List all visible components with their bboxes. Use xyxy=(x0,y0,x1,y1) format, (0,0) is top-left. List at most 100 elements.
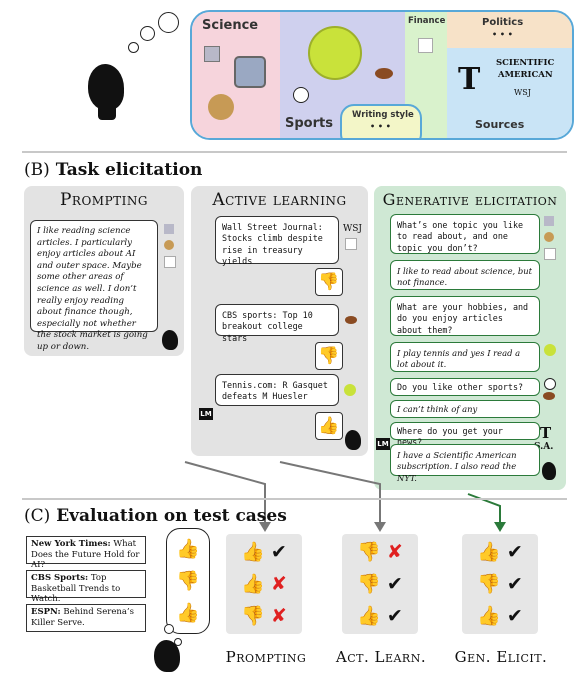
result-row-3: 👎 ✘ xyxy=(241,605,287,627)
feedback-thumb-down-1: 👎 xyxy=(315,268,343,296)
results-active-learning: 👎 ✘ 👎 ✔ 👍 ✔ xyxy=(342,534,418,634)
politics-region xyxy=(447,12,572,48)
politics-label: Politics xyxy=(482,17,524,28)
eval-label-active-learning: Act. Learn. xyxy=(335,648,427,666)
tennis-ball-icon xyxy=(308,26,362,80)
planet-icon xyxy=(544,232,554,242)
nyt-icon: T xyxy=(540,424,552,442)
soccer-ball-icon xyxy=(293,87,309,103)
interest-map: Science Sports Finance Politics • • • Wr… xyxy=(190,10,574,140)
chart-increasing-icon xyxy=(544,248,556,260)
gen-user-turn-4: I have a Scientific American subscriptio… xyxy=(390,444,540,483)
prompting-panel: Prompting I like reading science article… xyxy=(24,186,184,356)
generative-elicitation-panel: Generative elicitation What’s one topic … xyxy=(374,186,566,490)
science-label: Science xyxy=(202,18,259,33)
soccer-ball-icon xyxy=(544,378,556,390)
gen-lm-turn-2: What are your hobbies, and do you enjoy … xyxy=(390,296,540,336)
result-row-1: 👍 ✔ xyxy=(477,541,523,563)
scientific-american-short-label: S.A. xyxy=(534,442,554,452)
prompting-title: Prompting xyxy=(59,190,148,210)
planet-icon xyxy=(208,94,234,120)
gen-lm-turn-4: Where do you get your news? xyxy=(390,422,540,447)
thought-bubble-small xyxy=(174,638,182,646)
arrow-active-head xyxy=(374,522,386,532)
active-learning-title: Active learning xyxy=(212,190,347,210)
thought-bubble-medium xyxy=(164,624,174,634)
ground-truth-thumb-2: 👎 xyxy=(176,570,200,592)
football-icon xyxy=(543,392,555,400)
football-icon xyxy=(375,68,393,79)
result-row-3: 👍 ✔ xyxy=(357,605,403,627)
active-query-3: Tennis.com: R Gasquet defeats M Huesler xyxy=(215,374,339,406)
robot-icon xyxy=(234,56,266,88)
divider-top xyxy=(22,151,567,153)
scientific-american-logo-line1: SCIENTIFIC xyxy=(496,58,555,68)
arrow-generative-head xyxy=(494,522,506,532)
user-head-icon xyxy=(162,330,178,350)
lm-badge: LM xyxy=(376,438,390,450)
nyt-logo: T xyxy=(458,62,481,97)
active-learning-panel: Active learning Wall Street Journal: Sto… xyxy=(191,186,368,456)
ground-truth-thumb-1: 👍 xyxy=(176,538,200,560)
gen-lm-turn-3: Do you like other sports? xyxy=(390,378,540,396)
result-row-1: 👍 ✔ xyxy=(241,541,287,563)
scientific-american-logo-line2: AMERICAN xyxy=(498,70,553,80)
finance-label: Finance xyxy=(408,16,446,26)
thought-bubble-medium xyxy=(140,26,155,41)
gen-user-turn-1: I like to read about science, but not fi… xyxy=(390,260,540,290)
hospital-icon xyxy=(204,46,220,62)
gen-user-turn-2: I play tennis and yes I read a lot about… xyxy=(390,342,540,372)
generative-elicitation-title: Generative elicitation xyxy=(382,190,558,209)
eval-label-prompting: Prompting xyxy=(225,648,307,666)
tennis-ball-icon xyxy=(544,344,556,356)
hospital-icon xyxy=(544,216,554,226)
planet-icon xyxy=(164,240,174,250)
result-row-2: 👍 ✘ xyxy=(241,573,287,595)
sports-label: Sports xyxy=(285,116,333,131)
chart-increasing-icon xyxy=(164,256,176,268)
user-neck-icon xyxy=(98,100,116,120)
ground-truth-thumb-3: 👍 xyxy=(176,602,200,624)
active-query-2: CBS sports: Top 10 breakout college star… xyxy=(215,304,339,343)
result-row-2: 👎 ✔ xyxy=(477,573,523,595)
divider-bottom xyxy=(22,498,567,500)
wsj-logo: WSJ xyxy=(514,88,531,97)
gen-user-turn-3: I can’t think of any xyxy=(390,400,540,418)
prompting-user-message: I like reading science articles. I parti… xyxy=(30,220,158,352)
arrow-prompting xyxy=(184,461,266,530)
football-icon xyxy=(345,316,357,324)
eval-label-generative-elicitation: Gen. Elicit. xyxy=(454,648,548,666)
gen-lm-turn-1: What’s one topic you like to read about,… xyxy=(390,214,540,254)
writing-style-region xyxy=(340,104,422,138)
thought-bubble-large xyxy=(158,12,179,33)
section-c-title: (C) Evaluation on test cases xyxy=(24,506,287,526)
feedback-thumb-down-2: 👎 xyxy=(315,342,343,370)
results-generative-elicitation: 👍 ✔ 👎 ✔ 👍 ✔ xyxy=(462,534,538,634)
result-row-2: 👎 ✔ xyxy=(357,573,403,595)
results-prompting: 👍 ✔ 👍 ✘ 👎 ✘ xyxy=(226,534,302,634)
test-case-2: CBS Sports: Top Basketball Trends to Wat… xyxy=(26,570,146,604)
ground-truth-bubble: 👍 👎 👍 xyxy=(166,528,210,634)
test-case-1: New York Times: What Does the Future Hol… xyxy=(26,536,146,570)
user-head-icon xyxy=(154,640,180,672)
chart-increasing-icon xyxy=(345,238,357,250)
politics-more: • • • xyxy=(492,30,513,39)
writing-style-label: Writing style xyxy=(352,110,414,120)
section-b-title: (B) Task elicitation xyxy=(24,160,203,180)
arrow-active xyxy=(279,461,381,530)
writing-style-more: • • • xyxy=(370,122,391,131)
result-row-3: 👍 ✔ xyxy=(477,605,523,627)
feedback-thumb-up-3: 👍 xyxy=(315,412,343,440)
sources-region xyxy=(447,48,572,138)
chart-increasing-icon xyxy=(418,38,433,53)
test-case-3: ESPN: Behind Serena’s Killer Serve. xyxy=(26,604,146,632)
tennis-ball-icon xyxy=(344,384,356,396)
active-query-1: Wall Street Journal: Stocks climb despit… xyxy=(215,216,339,266)
lm-badge: LM xyxy=(199,408,213,420)
sources-label: Sources xyxy=(475,118,525,131)
arrow-prompting-head xyxy=(259,522,271,532)
thought-bubble-small xyxy=(128,42,139,53)
wsj-tag: WSJ xyxy=(343,224,363,234)
hospital-icon xyxy=(164,224,174,234)
